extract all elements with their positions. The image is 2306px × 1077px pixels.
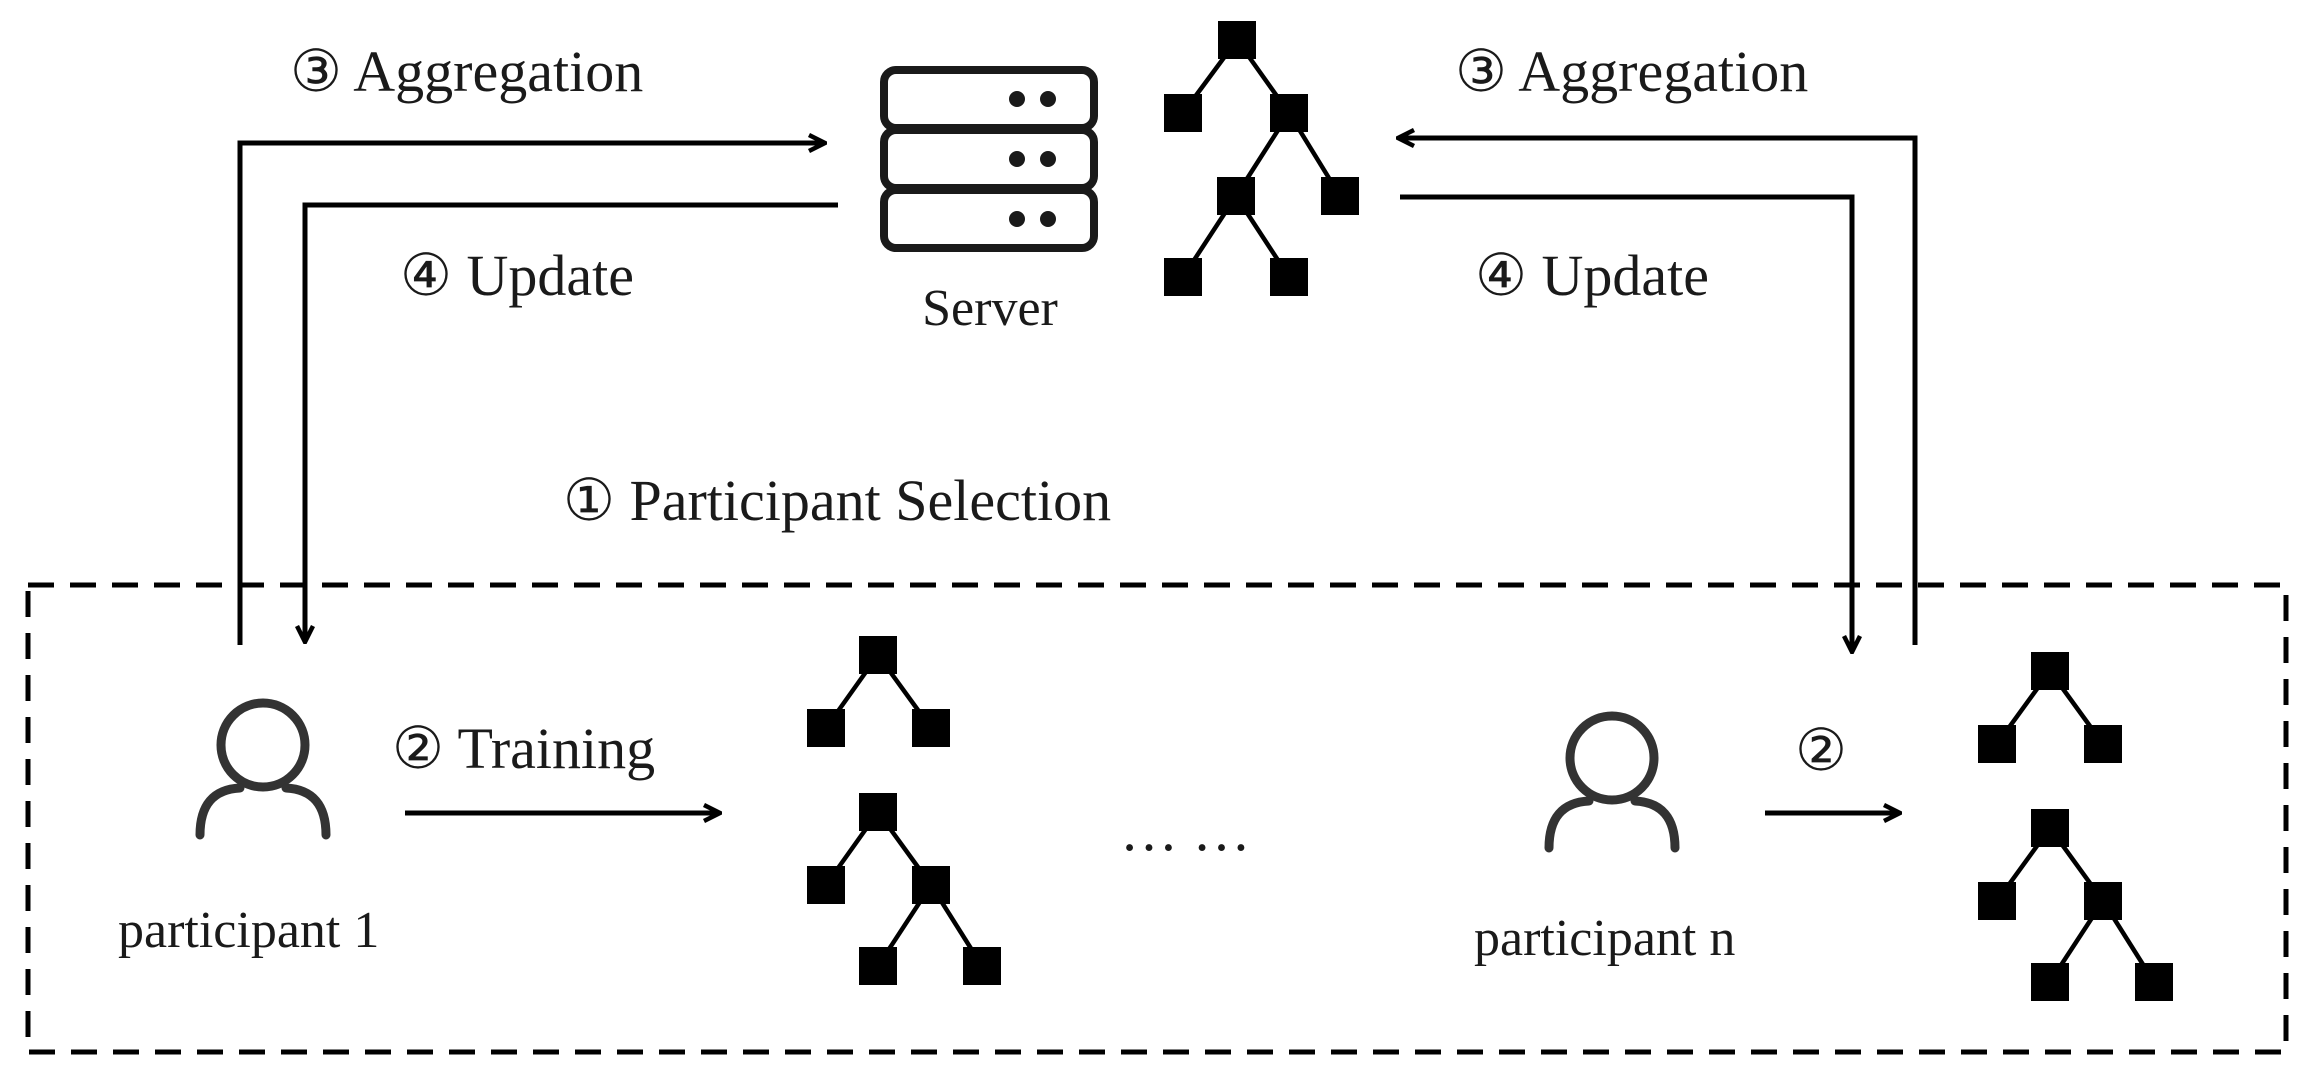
update-arrow-left bbox=[305, 202, 838, 642]
participant-n-small-tree-icon bbox=[1978, 652, 2122, 763]
aggregation-label-left: ③ Aggregation bbox=[290, 39, 643, 104]
training-label-short: ② bbox=[1795, 718, 1847, 783]
participant-n-large-tree-icon bbox=[1978, 809, 2173, 1001]
participant-1-label: participant 1 bbox=[118, 902, 379, 959]
server-label: Server bbox=[922, 280, 1058, 337]
participant-n-person-icon bbox=[1544, 711, 1680, 853]
participant-1-person-icon bbox=[195, 698, 331, 840]
server-icon bbox=[880, 66, 1098, 252]
participant-n-label: participant n bbox=[1474, 910, 1735, 967]
update-label-right: ④ Update bbox=[1475, 243, 1709, 308]
update-label-left: ④ Update bbox=[400, 243, 634, 308]
participant-selection-label: ① Participant Selection bbox=[563, 468, 1111, 533]
participant-1-large-tree-icon bbox=[807, 793, 1001, 985]
training-label: ② Training bbox=[392, 716, 655, 781]
participant-1-small-tree-icon bbox=[807, 636, 950, 747]
update-arrow-right bbox=[1400, 194, 1852, 652]
global-model-tree-icon bbox=[1164, 21, 1359, 296]
participant-region-border bbox=[25, 582, 2289, 1055]
ellipsis: … … bbox=[1120, 798, 1251, 863]
aggregation-arrow-left bbox=[237, 143, 825, 645]
aggregation-arrow-right bbox=[1398, 138, 1918, 645]
aggregation-label-right: ③ Aggregation bbox=[1455, 39, 1808, 104]
